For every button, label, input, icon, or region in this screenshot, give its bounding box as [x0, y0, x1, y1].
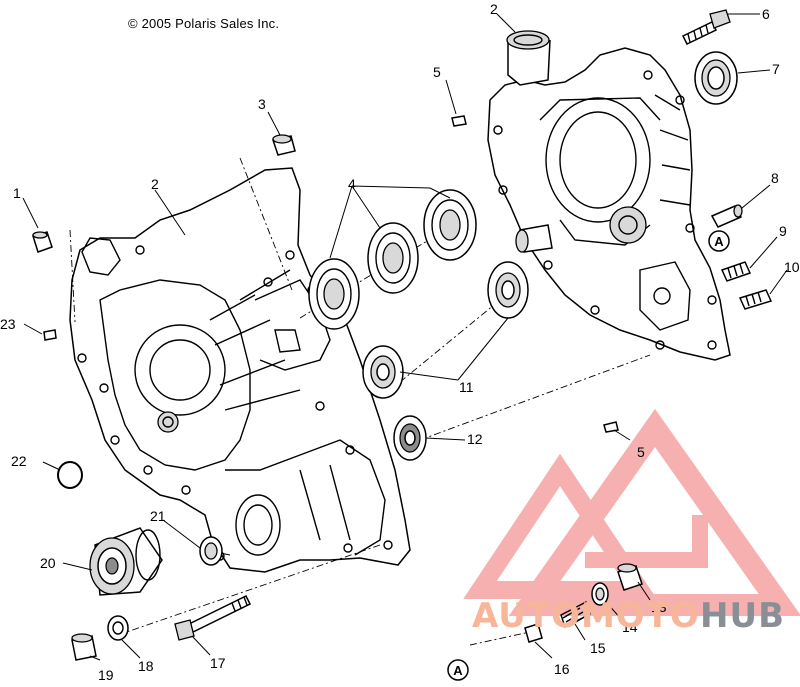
watermark-text-automoto: AUTOMOTO	[472, 596, 700, 636]
oring-part-22	[57, 461, 83, 489]
bolt-bosses-right	[493, 70, 717, 350]
callout-20: 20	[40, 555, 56, 571]
seal-part-21	[199, 536, 223, 566]
pin-part-5-upper	[451, 115, 467, 127]
bolt-part-17	[174, 594, 252, 641]
bearing-part-12	[393, 415, 427, 461]
callout-2-right: 2	[490, 1, 498, 17]
dowel-part-8	[710, 204, 743, 228]
reference-mark-upper: A	[708, 230, 730, 252]
callout-4: 4	[348, 176, 356, 192]
callout-22: 22	[11, 453, 27, 469]
dowel-part-3	[272, 134, 296, 156]
callout-1: 1	[13, 185, 21, 201]
callout-10: 10	[784, 259, 800, 275]
seal-part-7	[694, 51, 738, 105]
plunger-part-16	[524, 623, 543, 643]
callout-19: 19	[98, 667, 114, 682]
callout-5-upper: 5	[433, 64, 441, 80]
bearing-part-4c	[423, 189, 477, 261]
svg-text:A: A	[453, 663, 463, 678]
callout-12: 12	[467, 431, 483, 447]
callout-5-lower: 5	[637, 444, 645, 460]
copyright-notice: © 2005 Polaris Sales Inc.	[128, 16, 280, 31]
callout-9: 9	[779, 223, 787, 239]
bearing-part-11a	[487, 261, 529, 319]
watermark-text-hub: HUB	[700, 596, 785, 636]
callout-17: 17	[210, 655, 226, 671]
callout-23: 23	[0, 316, 16, 332]
reference-mark-lower: A	[447, 659, 469, 681]
watermark-logo	[463, 408, 800, 616]
right-crankcase	[487, 30, 731, 361]
pin-part-23	[43, 329, 57, 341]
plug-part-19	[71, 633, 97, 661]
callout-13: 13	[651, 599, 667, 615]
callout-7: 7	[772, 61, 780, 77]
pin-part-5-lower	[603, 421, 619, 433]
callout-15: 15	[590, 640, 606, 656]
bolt-part-6	[681, 9, 731, 45]
callout-2-left: 2	[151, 176, 159, 192]
washer-part-18	[107, 615, 129, 641]
callout-6: 6	[762, 6, 770, 22]
callout-8: 8	[771, 170, 779, 186]
fitting-part-10	[738, 289, 773, 310]
washer-part-14	[591, 582, 609, 606]
plug-part-13	[617, 563, 643, 591]
bearing-part-4a	[308, 258, 360, 330]
pulley-part-20	[89, 527, 163, 596]
svg-text:A: A	[714, 234, 724, 249]
callout-18: 18	[138, 658, 154, 674]
callout-11: 11	[459, 379, 474, 395]
dowel-part-1	[32, 231, 53, 253]
bearing-part-4b	[367, 222, 419, 294]
leader-lines	[22, 13, 788, 661]
callout-14: 14	[622, 619, 638, 635]
callout-3: 3	[258, 96, 266, 112]
fitting-part-9	[720, 261, 752, 282]
callout-16: 16	[554, 661, 570, 677]
callout-21: 21	[150, 508, 166, 524]
spring-part-15	[560, 601, 591, 628]
bearing-part-11b	[362, 345, 404, 399]
left-crankcase	[69, 167, 411, 573]
